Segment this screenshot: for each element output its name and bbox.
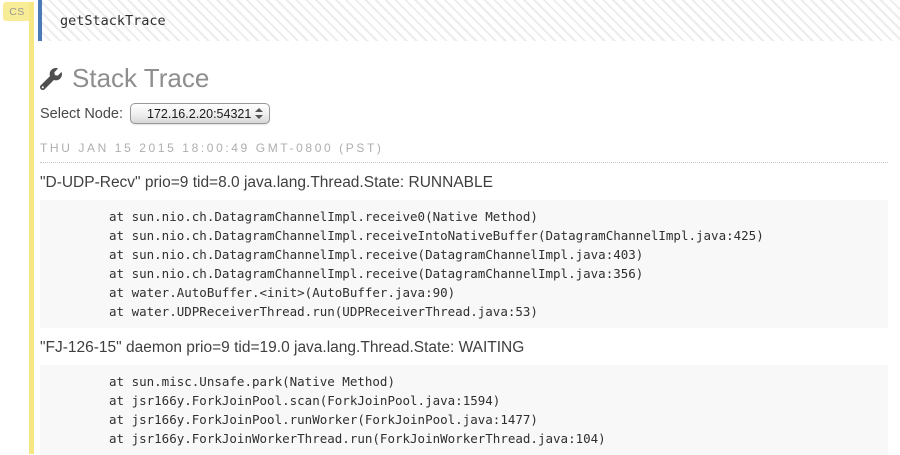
page-title: Stack Trace <box>72 63 210 93</box>
timestamp: THU JAN 15 2015 18:00:49 GMT-0800 (PST) <box>40 141 888 163</box>
stack-trace-line: at water.UDPReceiverThread.run(UDPReceiv… <box>109 304 538 319</box>
accent-bar <box>29 2 34 454</box>
cell-type-badge: CS <box>3 2 31 21</box>
stack-trace-line: at sun.nio.ch.DatagramChannelImpl.receiv… <box>109 209 538 224</box>
thread-header: "D-UDP-Recv" prio=9 tid=8.0 java.lang.Th… <box>40 174 493 191</box>
select-arrows-icon <box>255 108 264 119</box>
thread-block: "D-UDP-Recv" prio=9 tid=8.0 java.lang.Th… <box>40 174 888 328</box>
node-select-value: 172.16.2.20:54321 <box>147 106 252 121</box>
page-heading: Stack Trace <box>40 63 888 94</box>
stack-trace-line: at sun.nio.ch.DatagramChannelImpl.receiv… <box>109 266 644 281</box>
thread-block: "FJ-126-15" daemon prio=9 tid=19.0 java.… <box>40 339 888 455</box>
node-selector-row: Select Node: 172.16.2.20:54321 <box>40 103 888 124</box>
thread-list: "D-UDP-Recv" prio=9 tid=8.0 java.lang.Th… <box>40 174 888 455</box>
stack-trace-line: at jsr166y.ForkJoinPool.runWorker(ForkJo… <box>109 412 538 427</box>
stack-trace-block: at sun.misc.Unsafe.park(Native Method) at… <box>40 365 888 455</box>
stack-trace-line: at jsr166y.ForkJoinWorkerThread.run(Fork… <box>109 431 606 446</box>
stack-trace-line: at sun.nio.ch.DatagramChannelImpl.receiv… <box>109 228 764 243</box>
stack-trace-line: at water.AutoBuffer.<init>(AutoBuffer.ja… <box>109 285 456 300</box>
stack-trace-line: at sun.misc.Unsafe.park(Native Method) <box>109 374 395 389</box>
output-panel: Stack Trace Select Node: 172.16.2.20:543… <box>40 63 888 455</box>
wrench-icon <box>40 67 62 90</box>
flow-cell[interactable]: getStackTrace <box>38 0 900 41</box>
node-select[interactable]: 172.16.2.20:54321 <box>130 103 271 124</box>
thread-header: "FJ-126-15" daemon prio=9 tid=19.0 java.… <box>40 339 525 356</box>
stack-trace-block: at sun.nio.ch.DatagramChannelImpl.receiv… <box>40 200 888 328</box>
stack-trace-line: at sun.nio.ch.DatagramChannelImpl.receiv… <box>109 247 644 262</box>
cell-input[interactable]: getStackTrace <box>60 13 166 29</box>
stack-trace-line: at jsr166y.ForkJoinPool.scan(ForkJoinPoo… <box>109 393 501 408</box>
node-select-label: Select Node: <box>40 105 124 122</box>
